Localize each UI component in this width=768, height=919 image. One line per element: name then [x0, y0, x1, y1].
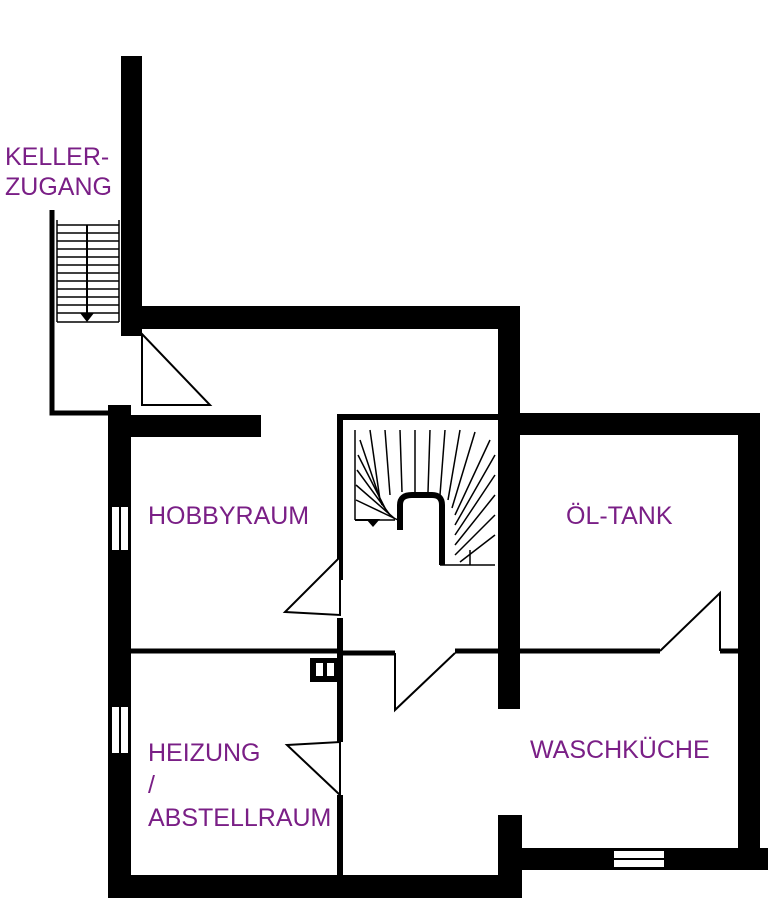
interior-stair-arrow-icon [366, 519, 380, 527]
label-heizung-line3: ABSTELLRAUM [148, 804, 331, 832]
interior-stairs [354, 429, 496, 566]
thin-walls [49, 210, 740, 876]
wall-left-outer [108, 405, 131, 898]
wall-stair-right [498, 306, 520, 709]
doors [141, 331, 721, 798]
door-stair-hobby [282, 554, 341, 617]
wall-kellerzugang-outline [49, 210, 121, 416]
wall-entrance-vertical [121, 56, 142, 336]
label-kellerzugang-line2: ZUGANG [5, 173, 112, 201]
wall-stair-box [337, 414, 500, 580]
chimney-shaft [310, 658, 340, 682]
walls [108, 56, 768, 898]
label-hobbyraum: HOBBYRAUM [148, 502, 309, 530]
wall-oeltank-top [498, 413, 760, 435]
door-kellerzugang [141, 331, 213, 406]
stair-arrow-icon [80, 313, 94, 322]
windows [110, 505, 666, 869]
label-kellerzugang-line1: KELLER- [5, 143, 109, 171]
wall-hobbyraum-top-left [121, 415, 261, 437]
wall-right-outer [738, 413, 760, 870]
wall-bottom-outer [108, 875, 522, 898]
door-oeltank [659, 590, 721, 652]
label-oeltank: ÖL-TANK [566, 502, 673, 530]
label-waschkueche: WASCHKÜCHE [530, 736, 710, 764]
wall-top-hobbyraum [121, 306, 520, 329]
exterior-stairs [56, 220, 120, 323]
door-hallway [394, 652, 456, 713]
label-heizung-line1: HEIZUNG [148, 739, 261, 767]
door-heizung [284, 740, 341, 798]
label-heizung-line2: / [148, 771, 155, 799]
